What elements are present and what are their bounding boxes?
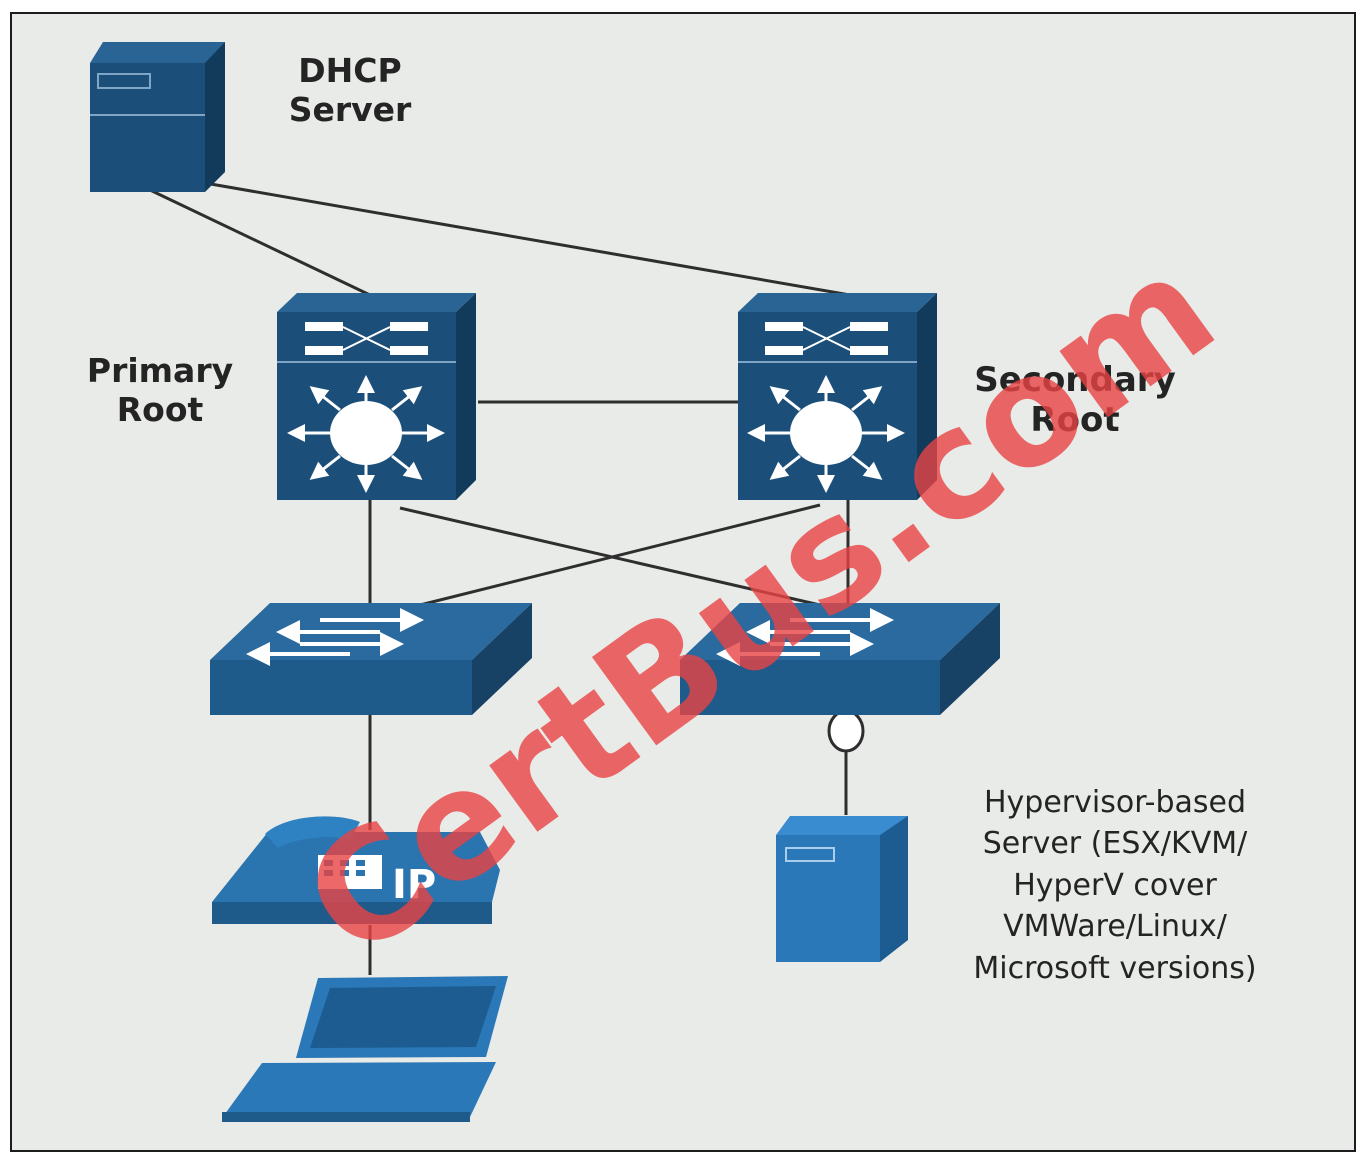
primary-label-line-1: Primary bbox=[86, 351, 234, 390]
secondary-root-switch-icon bbox=[738, 293, 937, 500]
primary-root-switch-icon bbox=[277, 293, 476, 500]
access-switch-left-icon bbox=[210, 603, 532, 715]
link-secondary-access-left bbox=[419, 503, 821, 607]
port-channel-icon bbox=[827, 709, 865, 753]
primary-root-label: Primary Root bbox=[60, 351, 260, 430]
primary-label-line-2: Root bbox=[116, 389, 204, 429]
dhcp-label-line-2: Server bbox=[288, 89, 412, 129]
dhcp-server-label: DHCP Server bbox=[270, 51, 430, 130]
hypervisor-label-line-5: Microsoft versions) bbox=[973, 950, 1257, 986]
laptop-icon bbox=[222, 976, 508, 1122]
hypervisor-label-line-3: HyperV cover bbox=[1013, 867, 1217, 903]
hypervisor-server-icon bbox=[776, 816, 908, 962]
link-dhcp-secondary bbox=[204, 181, 851, 297]
hypervisor-label-line-2: Server (ESX/KVM/ bbox=[982, 826, 1248, 862]
secondary-label-line-2: Root bbox=[1030, 400, 1120, 441]
secondary-label-line-1: Secondary bbox=[974, 360, 1176, 400]
hypervisor-server-label: Hypervisor-based Server (ESX/KVM/ HyperV… bbox=[920, 782, 1310, 989]
ip-phone-badge: IP bbox=[392, 862, 436, 908]
ip-phone-icon: IP bbox=[212, 816, 500, 924]
secondary-root-label: Secondary Root bbox=[950, 360, 1200, 440]
dhcp-server-icon bbox=[90, 42, 225, 192]
hypervisor-label-line-4: VMWare/Linux/ bbox=[1003, 909, 1227, 945]
access-switch-right-icon bbox=[680, 603, 1000, 715]
dhcp-label-line-1: DHCP bbox=[298, 51, 402, 90]
link-dhcp-primary bbox=[149, 188, 371, 297]
diagram-frame bbox=[10, 12, 1356, 1152]
hypervisor-label-line-1: Hypervisor-based bbox=[983, 785, 1247, 820]
